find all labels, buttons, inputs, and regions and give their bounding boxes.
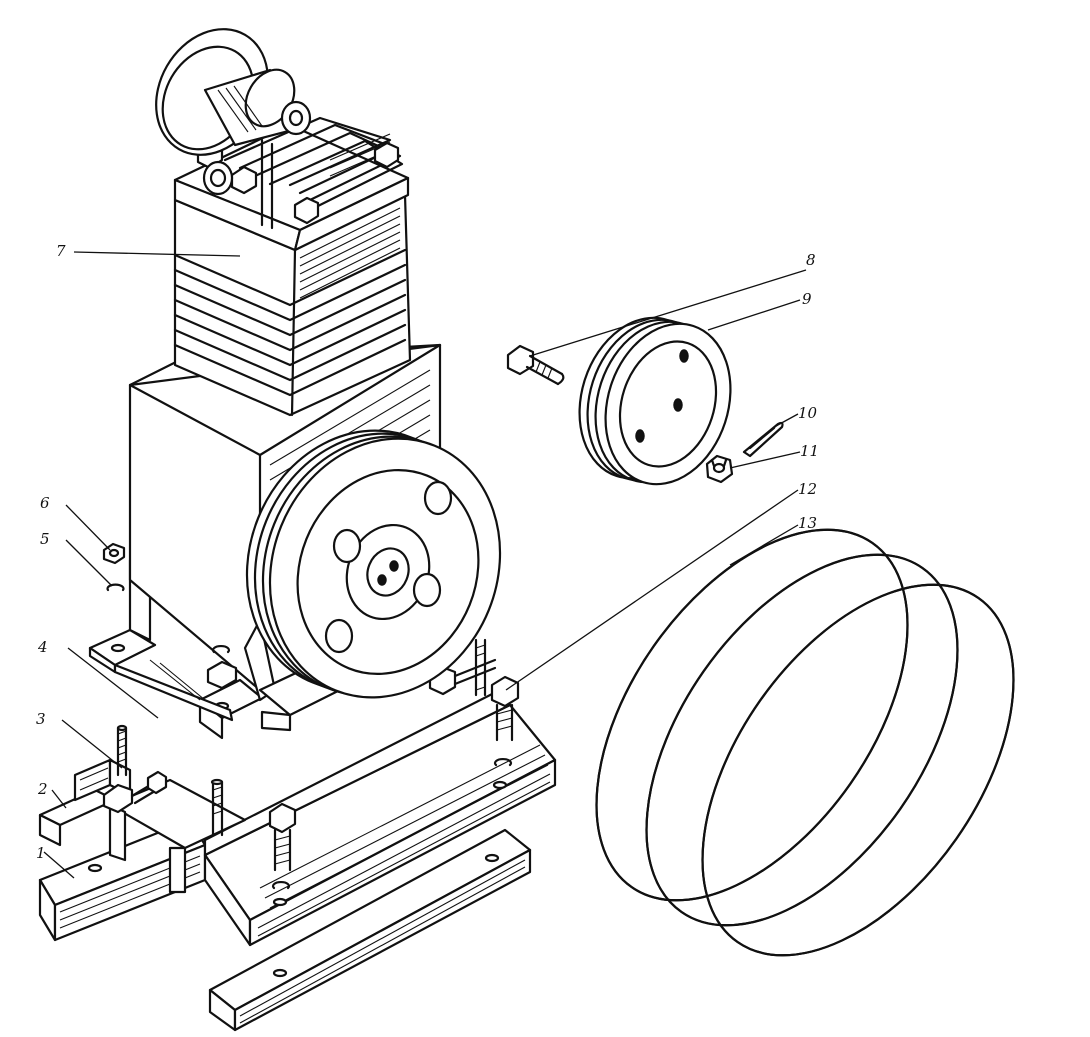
washer-part-5 — [106, 583, 125, 592]
bolt-part-8 — [506, 344, 565, 386]
cotter-pin-part-10 — [742, 421, 784, 458]
callout-3: 3 — [36, 710, 46, 728]
leader-7 — [73, 251, 241, 257]
cylinder-head — [173, 116, 410, 252]
leader-1 — [43, 851, 75, 879]
callout-2: 2 — [37, 780, 48, 798]
callout-1: 1 — [36, 844, 46, 862]
v-belt-set-part-13 — [595, 528, 1015, 957]
leader-lines — [43, 251, 807, 879]
air-filter — [155, 28, 312, 156]
base-rail-right — [208, 828, 532, 1032]
motor-pulley-part-9 — [578, 316, 732, 486]
leader-12 — [505, 489, 799, 691]
leader-10 — [775, 413, 799, 427]
callout-5: 5 — [40, 530, 50, 548]
leader-13 — [729, 524, 799, 566]
leader-3 — [61, 719, 123, 769]
flywheel-pulley — [245, 429, 502, 699]
callout-4: 4 — [37, 638, 48, 656]
leader-4 — [67, 647, 159, 719]
callout-7: 7 — [56, 242, 66, 260]
leader-5 — [65, 539, 113, 587]
tension-bolt-left — [102, 724, 168, 814]
castle-nut-part-11 — [705, 454, 734, 484]
leader-2 — [51, 789, 67, 809]
bolt-part-12 — [490, 675, 520, 767]
callout-labels: 1 2 3 4 5 6 7 8 9 10 11 12 13 — [36, 242, 819, 862]
crankcase-mounting-foot — [88, 558, 264, 740]
callout-6: 6 — [40, 494, 50, 512]
callout-10: 10 — [798, 404, 818, 422]
callout-13: 13 — [798, 514, 817, 532]
callout-9: 9 — [802, 290, 812, 308]
hex-bolt-front — [268, 802, 297, 890]
callout-11: 11 — [800, 442, 819, 460]
leader-6 — [65, 504, 111, 551]
leader-8 — [529, 269, 807, 357]
leader-9 — [707, 299, 801, 331]
stud-center — [210, 778, 224, 837]
leader-11 — [729, 451, 801, 469]
callout-12: 12 — [798, 480, 817, 498]
callout-8: 8 — [806, 251, 816, 269]
cylinder-finned — [173, 193, 412, 417]
